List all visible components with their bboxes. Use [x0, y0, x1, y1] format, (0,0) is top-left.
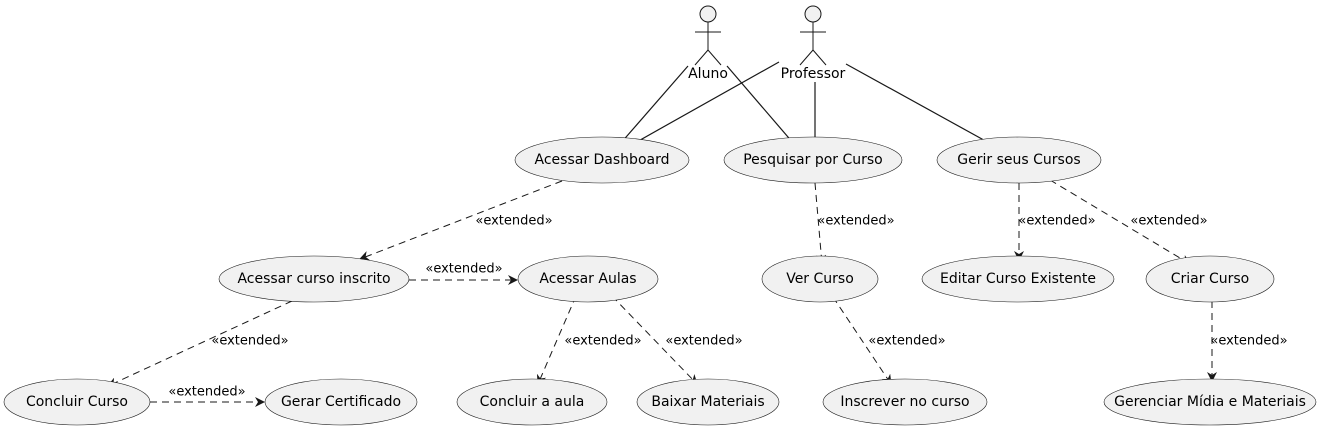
actors: Aluno Professor — [688, 5, 846, 82]
use-case-label: Acessar Dashboard — [535, 152, 670, 168]
actor-label: Aluno — [688, 66, 728, 82]
use-case-concluir_curso: Concluir Curso — [3, 378, 151, 426]
actor-aluno: Aluno — [688, 5, 728, 82]
use-case-editar: Editar Curso Existente — [921, 255, 1115, 303]
use-case-label: Criar Curso — [1171, 271, 1249, 287]
use-case-ellipse — [723, 136, 903, 184]
use-case-baixar: Baixar Materiais — [636, 378, 780, 426]
extend-label: «extended» — [211, 334, 288, 349]
use-case-label: Concluir Curso — [26, 394, 128, 410]
use-case-ellipse — [921, 255, 1115, 303]
extend-label: «extended» — [817, 214, 894, 229]
actor-label: Professor — [781, 66, 846, 82]
use-case-ellipse — [761, 255, 879, 303]
use-case-label: Baixar Materiais — [651, 394, 764, 410]
use-case-ellipse — [1145, 255, 1275, 303]
use-case-ellipse — [514, 136, 690, 184]
use-case-label: Ver Curso — [786, 271, 854, 287]
actor-head-icon — [804, 5, 822, 23]
extend-arrow-pesquisar-ver — [814, 182, 827, 265]
extend-label: «extended» — [868, 334, 945, 349]
extend-label: «extended» — [1018, 214, 1095, 229]
use-case-ellipse — [636, 378, 780, 426]
use-case-ellipse — [936, 136, 1102, 184]
use-case-label: Gerar Certificado — [281, 394, 401, 410]
use-case-label: Gerir seus Cursos — [957, 152, 1080, 168]
actor-head-icon — [699, 5, 717, 23]
association-line-aluno-pesquisar — [726, 65, 795, 145]
extend-arrow-dashboard-inscrito — [359, 180, 563, 261]
use-case-dashboard: Acessar Dashboard — [514, 136, 690, 184]
extend-label: «extended» — [425, 262, 502, 277]
use-case-inscrito: Acessar curso inscrito — [218, 255, 410, 303]
use-case-inscrever: Inscrever no curso — [822, 378, 988, 426]
extend-label: «extended» — [475, 214, 552, 229]
extend-label: «extended» — [665, 334, 742, 349]
extend-arrow-gerir-criar — [1049, 179, 1191, 265]
use-case-label: Inscrever no curso — [840, 394, 969, 410]
extend-arrow-aulas-baixar — [611, 295, 698, 385]
use-case-ellipse — [456, 378, 608, 426]
actor-professor: Professor — [781, 5, 846, 82]
use-case-ellipse — [822, 378, 988, 426]
use-case-aulas: Acessar Aulas — [517, 255, 659, 303]
extend-relations: «extended» «extended» «extended» «extended»… — [107, 179, 1288, 407]
extend-label: «extended» — [564, 334, 641, 349]
extend-label: «extended» — [1130, 214, 1207, 229]
extend-arrow-aulas-concluir_aula — [536, 295, 577, 385]
use-cases: Acessar Dashboard Pesquisar por Curso Geri… — [3, 136, 1317, 426]
use-case-pesquisar: Pesquisar por Curso — [723, 136, 903, 184]
use-case-label: Editar Curso Existente — [940, 271, 1096, 287]
use-case-ver: Ver Curso — [761, 255, 879, 303]
association-line-professor-gerir — [845, 63, 992, 145]
association-line-professor-dashboard — [632, 61, 780, 145]
use-case-criar: Criar Curso — [1145, 255, 1275, 303]
use-case-label: Concluir a aula — [480, 394, 585, 410]
association-line-aluno-dashboard — [619, 65, 689, 145]
use-case-label: Pesquisar por Curso — [743, 152, 883, 168]
use-case-ellipse — [218, 255, 410, 303]
use-case-label: Acessar Aulas — [539, 271, 636, 287]
extend-arrow-inscrito-concluir_curso — [107, 300, 293, 387]
use-case-label: Acessar curso inscrito — [237, 271, 390, 287]
use-case-gerenciar: Gerenciar Mídia e Materiais — [1103, 378, 1317, 426]
association-lines — [619, 61, 992, 145]
extend-label: «extended» — [168, 385, 245, 400]
extend-arrow-ver-inscrever — [832, 296, 892, 385]
use-case-ellipse — [3, 378, 151, 426]
use-case-label: Gerenciar Mídia e Materiais — [1114, 394, 1306, 410]
use-case-concluir_aula: Concluir a aula — [456, 378, 608, 426]
use-case-ellipse — [1103, 378, 1317, 426]
extend-label: «extended» — [1210, 334, 1287, 349]
use-case-ellipse — [264, 378, 418, 426]
use-case-certificado: Gerar Certificado — [264, 378, 418, 426]
use-case-gerir: Gerir seus Cursos — [936, 136, 1102, 184]
use-case-ellipse — [517, 255, 659, 303]
